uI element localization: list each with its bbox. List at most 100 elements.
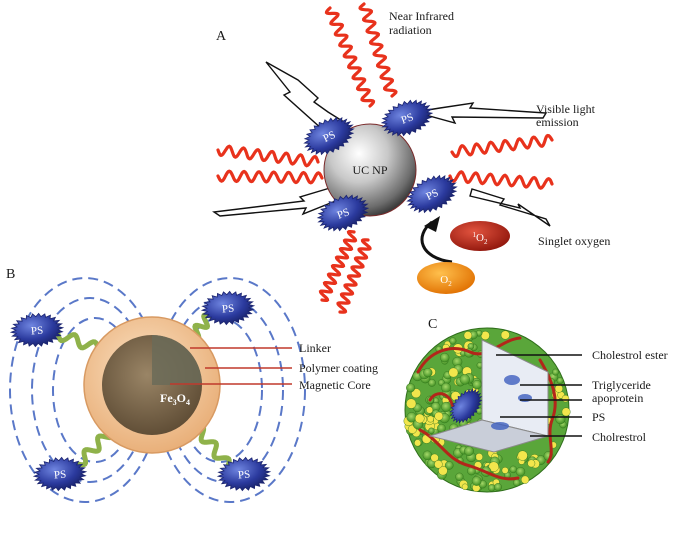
- singlet-base: O: [476, 232, 484, 244]
- ps-molecule: PS: [303, 116, 355, 156]
- oxygen-base: O: [440, 274, 448, 286]
- phospholipid-head: [554, 384, 564, 393]
- ps-label: PS: [53, 468, 66, 481]
- phospholipid-head: [471, 476, 482, 486]
- phospholipid-head: [441, 382, 451, 393]
- callout-triglyceride: Triglyceride: [592, 378, 651, 392]
- phospholipid-head: [500, 330, 510, 340]
- ps-label: PS: [30, 324, 43, 337]
- ps-blob: [216, 456, 272, 492]
- panel-b: B Fe3O4 PS PS: [6, 267, 378, 503]
- phospholipid-head: [515, 467, 526, 477]
- ps-label: PS: [400, 111, 416, 126]
- oxygen-sub: 2: [448, 280, 452, 288]
- phospholipid-head: [434, 460, 443, 469]
- ps-molecule: PS: [406, 174, 458, 214]
- phospholipid-head: [426, 406, 434, 414]
- phospholipid-head: [428, 427, 435, 434]
- phospholipid-head: [472, 379, 482, 390]
- phospholipid-head: [459, 374, 470, 385]
- phospholipid-head: [488, 461, 499, 472]
- visible-label-line2: emission: [536, 115, 579, 129]
- phospholipid-head: [488, 484, 496, 492]
- ps-molecule: PS: [32, 456, 88, 492]
- panel-c-callout-lines: [496, 354, 582, 437]
- ps-blob: [9, 312, 65, 348]
- phospholipid-head: [423, 368, 433, 378]
- phospholipid-head: [520, 475, 530, 484]
- nir-label-line2: radiation: [389, 23, 432, 37]
- phospholipid-head: [463, 331, 473, 340]
- phospholipid-head: [501, 466, 509, 474]
- core-formula: Fe3O4: [160, 391, 190, 407]
- ps-blob: [303, 116, 355, 156]
- ps-blob: [32, 456, 88, 492]
- phospholipid-head: [414, 413, 425, 424]
- phospholipid-head: [406, 398, 417, 409]
- singlet-oxygen-molecule: [450, 221, 510, 251]
- phospholipid-head: [561, 407, 571, 417]
- ps-molecule: PS: [380, 99, 434, 137]
- singlet-sup: 1: [473, 231, 477, 239]
- phospholipid-head: [555, 414, 566, 425]
- ps-molecule: [449, 388, 483, 424]
- phospholipid-head: [552, 368, 559, 376]
- ps-blob: [449, 388, 483, 424]
- phospholipid-head: [494, 483, 502, 491]
- phospholipid-head: [556, 377, 564, 384]
- phospholipid-head: [513, 479, 521, 487]
- light-bolt-2: [414, 102, 548, 125]
- nir-waves: [216, 2, 554, 314]
- phospholipid-head: [448, 367, 459, 378]
- phospholipid-head: [509, 465, 517, 474]
- ps-molecule: PS: [200, 290, 256, 326]
- nir-wave: [324, 6, 376, 108]
- phospholipid-head: [461, 483, 469, 490]
- ps-label: PS: [424, 187, 440, 203]
- ps-molecule: PS: [316, 194, 370, 232]
- nir-wave: [216, 144, 320, 168]
- uc-np-label: UC NP: [352, 163, 387, 177]
- ps-blob: [380, 99, 434, 137]
- apoprotein-strand: [418, 428, 520, 481]
- callout-ps: PS: [592, 410, 605, 424]
- apoprotein-strand: [416, 336, 522, 374]
- fe-sub: 3: [173, 398, 177, 407]
- o-text: O: [177, 391, 186, 405]
- ps-label: PS: [321, 129, 337, 145]
- visible-label-line1: Visible light: [536, 102, 596, 116]
- callout-polymer-coating: Polymer coating: [299, 361, 378, 375]
- ps-blob: [316, 194, 370, 232]
- callout-cholesterol-ester: Cholestrol ester: [592, 348, 668, 362]
- nir-wave: [358, 2, 398, 98]
- phospholipid-head: [561, 394, 570, 403]
- phospholipid-head: [430, 453, 439, 462]
- panel-a: A UC NP PS: [212, 2, 610, 314]
- phospholipid-head: [422, 450, 433, 460]
- oxygen-formula: O2: [440, 274, 452, 288]
- uc-np-sphere: [323, 123, 417, 217]
- phospholipid-head: [527, 459, 536, 468]
- panel-b-callout-lines: [170, 347, 292, 385]
- callout-apoprotein: apoprotein: [592, 391, 643, 405]
- singlet-oxygen-formula: 1O2: [473, 231, 488, 246]
- panel-a-letter: A: [216, 29, 227, 44]
- callout-cholesterol: Cholrestrol: [592, 430, 647, 444]
- ps-blob: [406, 174, 458, 214]
- core-lipid: [491, 422, 509, 430]
- phospholipid-head: [427, 378, 436, 387]
- magnetic-core-cutaway: [152, 335, 202, 385]
- conversion-arrowhead: [424, 216, 440, 232]
- ps-molecule: PS: [9, 312, 65, 348]
- apoprotein-strands: [416, 336, 557, 481]
- phospholipid-head: [441, 401, 452, 412]
- ps-blob: [200, 290, 256, 326]
- phospholipid-head: [434, 411, 444, 421]
- callout-magnetic-core: Magnetic Core: [299, 378, 371, 392]
- nir-wave: [448, 170, 554, 190]
- callout-linker: Linker: [299, 341, 331, 355]
- linker-strand: [193, 423, 232, 469]
- light-bolt-4: [469, 188, 551, 227]
